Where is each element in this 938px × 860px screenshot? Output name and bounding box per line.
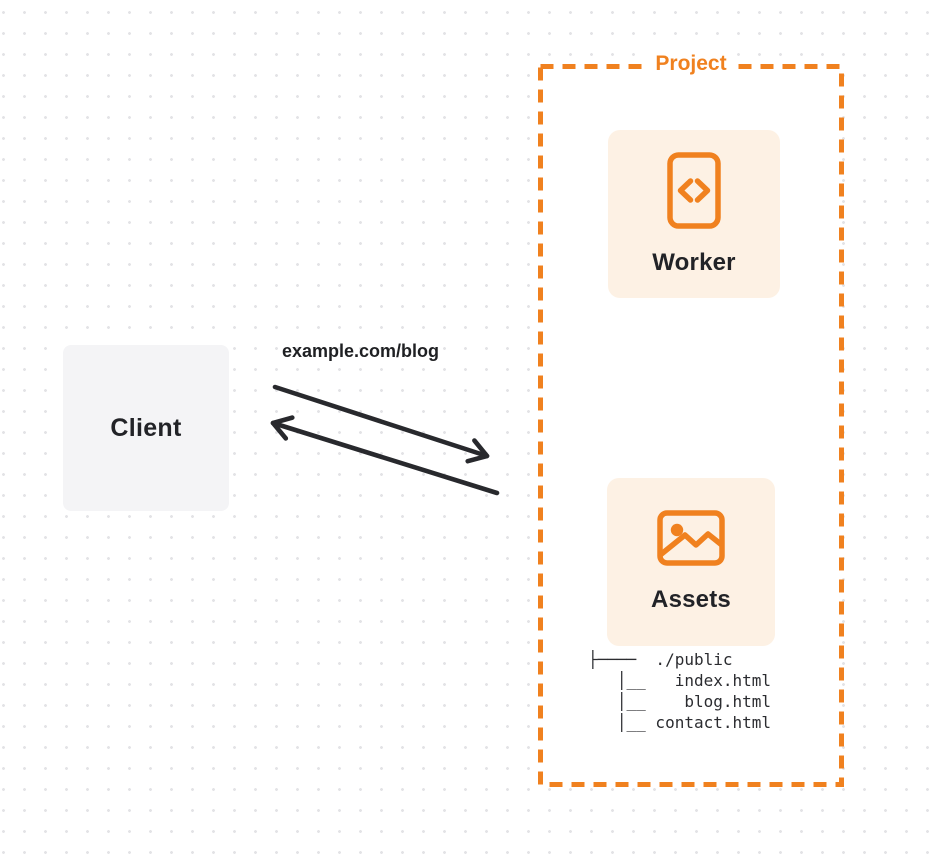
project-title: Project bbox=[646, 52, 736, 76]
client-node: Client bbox=[63, 345, 229, 511]
request-arrow-line bbox=[272, 384, 490, 459]
assets-file-tree: ├──── ./public │__ index.html │__ blog.h… bbox=[588, 650, 772, 732]
request-url-label: example.com/blog bbox=[282, 341, 440, 361]
code-file-icon bbox=[667, 151, 721, 229]
worker-label: Worker bbox=[652, 248, 736, 276]
assets-label: Assets bbox=[651, 586, 731, 613]
response-arrow-line bbox=[270, 420, 500, 496]
worker-node: Worker bbox=[608, 130, 780, 298]
project-container: Project Worker bbox=[538, 52, 844, 787]
assets-node: Assets bbox=[607, 478, 775, 646]
response-arrowhead-icon bbox=[270, 415, 295, 441]
image-icon bbox=[657, 510, 725, 566]
client-label: Client bbox=[110, 413, 182, 442]
request-arrowhead-icon bbox=[465, 438, 490, 464]
